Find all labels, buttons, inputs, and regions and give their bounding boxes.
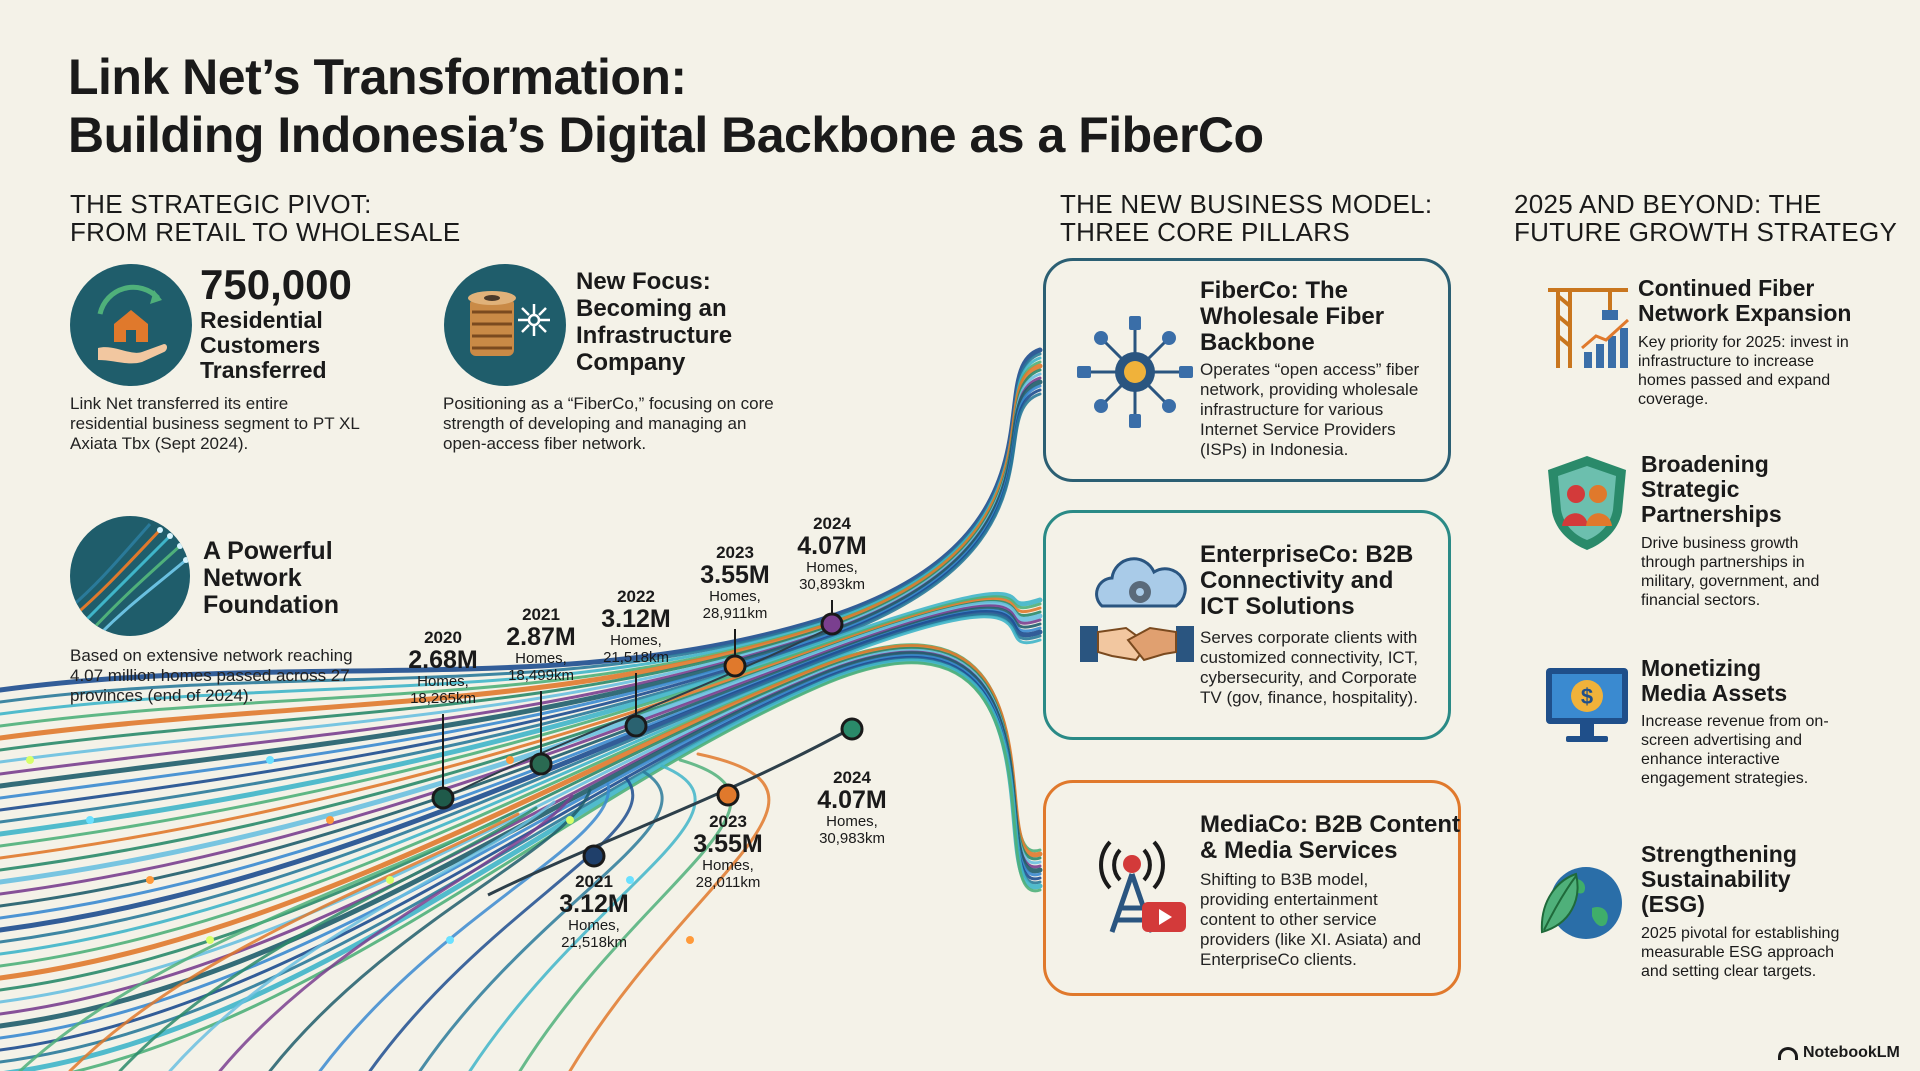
new-focus-text: Positioning as a “FiberCo,” focusing on … <box>443 394 774 453</box>
notebooklm-watermark: NotebookLM <box>1778 1044 1900 1062</box>
monitor-dollar-icon: $ <box>1546 668 1628 742</box>
future-item-esg-text: 2025 pivotal for establishing measurable… <box>1641 925 1840 980</box>
customers-label: Residential Customers Transferred <box>200 307 327 383</box>
house-hand-icon <box>70 264 192 386</box>
fiber-spool-icon <box>444 264 566 386</box>
title-line-1: Link Net’s Transformation: <box>68 49 687 105</box>
pillar-mediaco <box>1043 780 1461 996</box>
pillar-mediaco-text: Shifting to B3B model, providing enterta… <box>1200 870 1422 969</box>
broadcast-tower-icon <box>1099 840 1186 933</box>
heading-line: THE NEW BUSINESS MODEL: <box>1060 189 1433 219</box>
notebooklm-logo-icon <box>1778 1046 1798 1060</box>
future-item-expansion-text: Key priority for 2025: invest in infrast… <box>1638 334 1849 408</box>
globe-leaf-icon <box>1540 867 1622 939</box>
customers-stat: 750,000 Residential Customers Transferre… <box>200 262 400 383</box>
network-hub-icon <box>1077 316 1193 428</box>
cloud-handshake-icon <box>1080 557 1194 662</box>
shield-people-icon <box>1548 456 1626 550</box>
business-model-heading: THE NEW BUSINESS MODEL: THREE CORE PILLA… <box>1060 190 1432 246</box>
future-item-expansion-title: Continued Fiber Network Expansion <box>1638 275 1852 326</box>
pillar-fiberco-title: FiberCo: The Wholesale Fiber Backbone <box>1200 277 1385 356</box>
watermark-text: NotebookLM <box>1803 1044 1900 1061</box>
crane-chart-icon <box>1548 288 1630 368</box>
title-line-2: Building Indonesia’s Digital Backbone as… <box>68 107 1264 163</box>
customers-text: Link Net transferred its entire resident… <box>70 394 360 453</box>
future-item-esg-title: Strengthening Sustainability (ESG) <box>1641 841 1797 917</box>
strategic-pivot-heading: THE STRATEGIC PIVOT: FROM RETAIL TO WHOL… <box>70 190 461 246</box>
future-item-partnerships-text: Drive business growth through partnershi… <box>1641 535 1820 609</box>
heading-line: FUTURE GROWTH STRATEGY <box>1514 217 1898 247</box>
page-title: Link Net’s Transformation: Building Indo… <box>68 48 1264 164</box>
future-item-media-text: Increase revenue from on-screen advertis… <box>1641 713 1829 787</box>
heading-line: THREE CORE PILLARS <box>1060 217 1351 247</box>
pillar-fiberco-text: Operates “open access” fiber network, pr… <box>1200 360 1420 459</box>
fiber-cable-icon <box>70 516 190 636</box>
pillar-fiberco <box>1043 258 1451 482</box>
future-heading: 2025 AND BEYOND: THE FUTURE GROWTH STRAT… <box>1514 190 1897 246</box>
pillar-enterpriseco-title: EnterpriseCo: B2B Connectivity and ICT S… <box>1200 541 1414 620</box>
pillar-mediaco-title: MediaCo: B2B Content & Media Services <box>1200 811 1460 864</box>
heading-line: FROM RETAIL TO WHOLESALE <box>70 217 461 247</box>
svg-text:$: $ <box>1581 684 1593 709</box>
pillar-enterpriseco-text: Serves corporate clients with customized… <box>1200 628 1418 707</box>
pillar-enterpriseco <box>1043 510 1451 740</box>
foundation-heading: A Powerful Network Foundation <box>203 537 340 619</box>
foundation-text: Based on extensive network reaching 4.07… <box>70 646 353 705</box>
future-item-partnerships-title: Broadening Strategic Partnerships <box>1641 451 1782 527</box>
heading-line: THE STRATEGIC PIVOT: <box>70 189 372 219</box>
customers-number: 750,000 <box>200 261 352 308</box>
future-item-media-title: Monetizing Media Assets <box>1641 655 1788 706</box>
heading-line: 2025 AND BEYOND: THE <box>1514 189 1822 219</box>
new-focus-heading: New Focus: Becoming an Infrastructure Co… <box>576 268 733 376</box>
